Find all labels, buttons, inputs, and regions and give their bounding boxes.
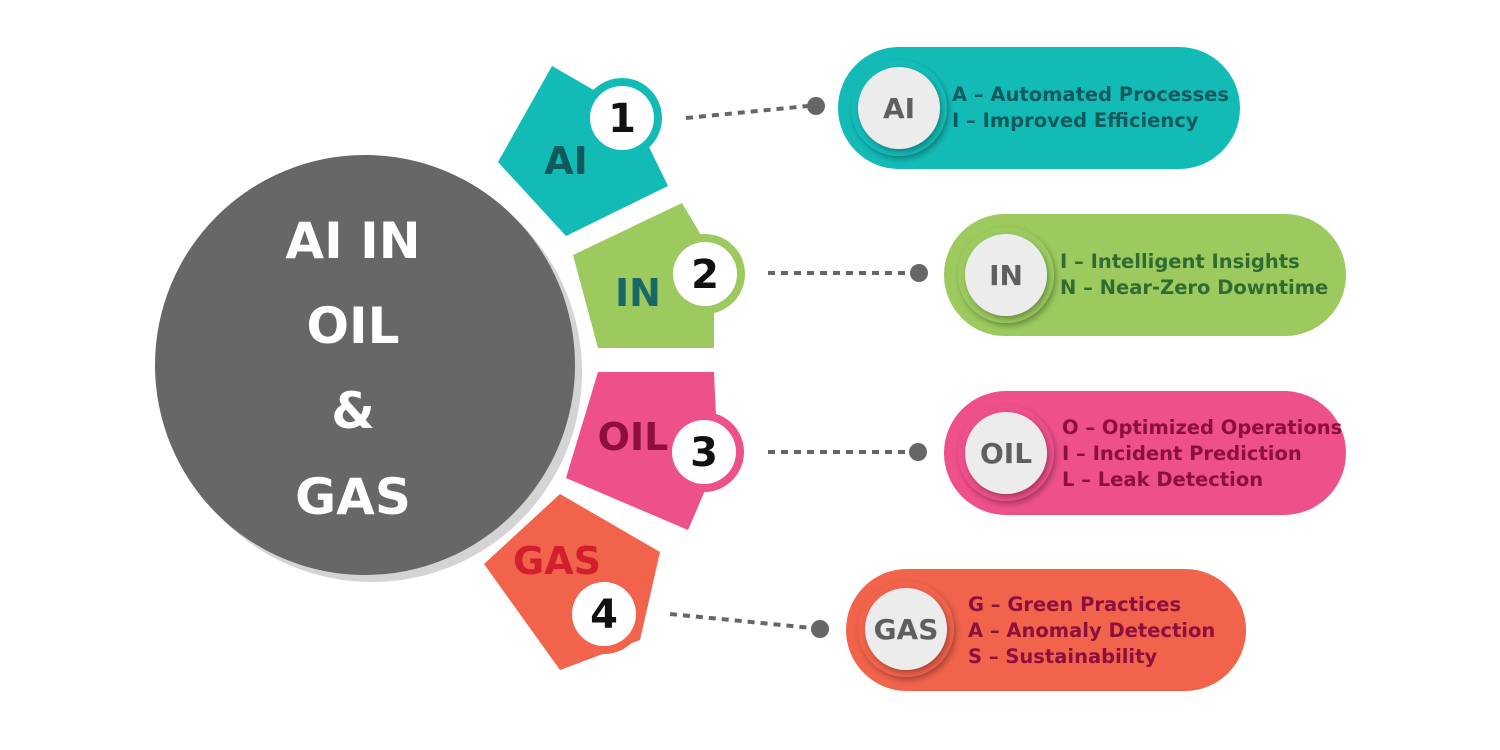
number-1: 1 (608, 96, 636, 142)
segment-label-ai: AI (544, 139, 588, 183)
connector-dot-1 (807, 97, 825, 115)
segment-label-in: IN (615, 271, 661, 315)
segment-label-gas: GAS (513, 539, 601, 583)
card-oil (944, 391, 1346, 515)
connector-1 (685, 104, 809, 120)
card-ai (838, 47, 1240, 169)
card-in (944, 214, 1346, 336)
hub: AI IN OIL & GAS (155, 155, 582, 582)
card-gas (846, 569, 1246, 691)
item-4: 4 GAS GAS G – Green Practices A – Anomal… (484, 494, 1246, 691)
number-circle-3 (672, 420, 736, 484)
description-4-3: S – Sustainability (968, 645, 1157, 668)
segment-in (573, 203, 714, 348)
badge-label-4: GAS (874, 613, 939, 646)
badge-label-2: IN (989, 259, 1023, 292)
description-4-2: A – Anomaly Detection (968, 619, 1215, 642)
connector-dot-4 (811, 620, 829, 638)
number-circle-1 (590, 86, 654, 150)
number-circle-2 (673, 242, 737, 306)
badge-3 (965, 412, 1047, 494)
description-3-1: O – Optimized Operations (1062, 416, 1342, 439)
hub-circle (155, 155, 575, 575)
item-1: 1 AI AI A – Automated Processes I – Impr… (498, 47, 1240, 236)
badge-label-1: AI (883, 92, 915, 125)
description-3-3: L – Leak Detection (1062, 468, 1263, 491)
item-3: 3 OIL OIL O – Optimized Operations I – I… (566, 372, 1346, 530)
badge-4 (865, 588, 947, 670)
description-3-2: I – Incident Prediction (1062, 442, 1302, 465)
segment-label-oil: OIL (598, 415, 669, 459)
description-1-2: I – Improved Efficiency (952, 109, 1199, 132)
description-2-1: I – Intelligent Insights (1060, 250, 1300, 273)
hub-line-3: & (331, 382, 375, 440)
number-4: 4 (590, 592, 618, 638)
segment-oil (566, 372, 718, 530)
description-1-1: A – Automated Processes (952, 83, 1229, 106)
description-4-1: G – Green Practices (968, 593, 1181, 616)
number-2: 2 (691, 252, 719, 298)
connector-dot-2 (910, 264, 928, 282)
connector-4 (669, 612, 813, 630)
hub-line-2: OIL (307, 297, 400, 355)
badge-2 (965, 234, 1047, 316)
connector-dot-3 (909, 443, 927, 461)
description-2-2: N – Near-Zero Downtime (1060, 276, 1328, 299)
badge-label-3: OIL (980, 437, 1032, 470)
item-2: 2 IN IN I – Intelligent Insights N – Nea… (573, 203, 1346, 348)
number-3: 3 (690, 430, 718, 476)
hub-line-1: AI IN (285, 212, 420, 270)
number-circle-4 (572, 582, 636, 646)
badge-1 (858, 67, 940, 149)
hub-line-4: GAS (295, 468, 411, 526)
